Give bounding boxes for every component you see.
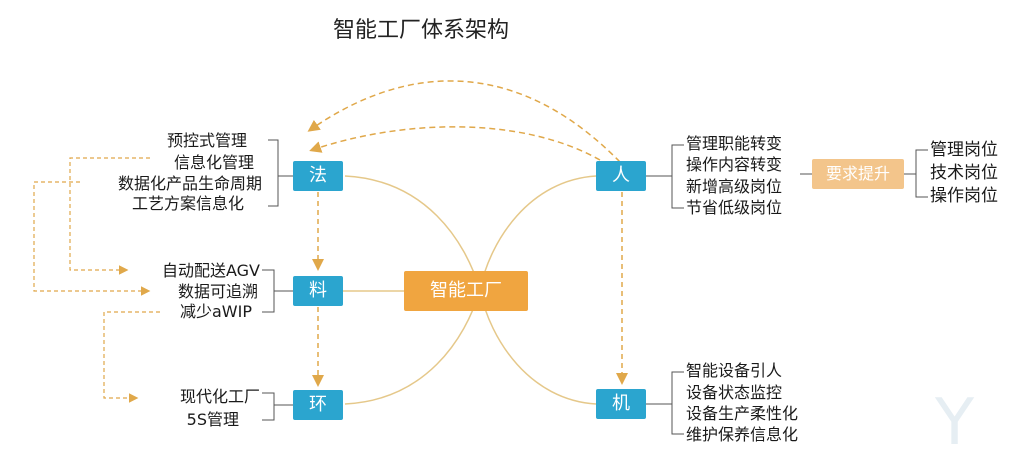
ji-item: 维护保养信息化 [686, 425, 799, 444]
ren-item: 操作内容转变 [686, 155, 783, 174]
loop-xinxihua-agv [69, 157, 150, 275]
fa-item: 预控式管理 [166, 131, 247, 150]
ren-item: 节省低级岗位 [686, 198, 783, 217]
bracket-huan [262, 392, 293, 421]
bracket-posts [904, 149, 928, 198]
fa-item: 数据化产品生命周期 [117, 174, 262, 193]
bracket-fa [268, 139, 293, 207]
node-ji: 机 [596, 389, 646, 419]
ji-item: 设备状态监控 [686, 383, 783, 402]
loop-wip-xiandaihua [103, 311, 160, 403]
node-huan: 环 [293, 390, 343, 420]
loop-shujuhua-zhuisu [33, 181, 151, 296]
post-item: 技术岗位 [930, 163, 998, 183]
arc-ren-fa-inner [309, 126, 601, 161]
bracket-ren [645, 144, 684, 209]
ji-item: 智能设备引人 [686, 361, 783, 380]
ren-item: 管理职能转变 [686, 134, 783, 153]
post-item: 管理岗位 [930, 140, 998, 160]
post-item: 操作岗位 [930, 186, 998, 206]
center-hub: 智能工厂 [404, 271, 528, 311]
node-ren: 人 [596, 161, 646, 191]
fa-item: 工艺方案信息化 [131, 194, 244, 213]
watermark-logo: Y [935, 386, 975, 460]
ren-item: 新增高级岗位 [686, 177, 783, 196]
liao-item: 减少aWIP [180, 302, 252, 321]
node-fa: 法 [293, 161, 343, 191]
node-liao: 料 [293, 276, 343, 306]
arc-ren-fa [307, 80, 621, 163]
ji-item: 设备生产柔性化 [686, 404, 799, 423]
fa-item: 信息化管理 [173, 153, 254, 172]
bracket-ji [645, 371, 684, 435]
requirement-box: 要求提升 [812, 159, 904, 189]
liao-item: 数据可追溯 [177, 282, 258, 301]
huan-item: 5S管理 [186, 410, 239, 429]
huan-item: 现代化工厂 [179, 387, 260, 406]
bracket-liao [262, 269, 293, 313]
liao-item: 自动配送AGV [161, 261, 260, 280]
diagram-title: 智能工厂体系架构 [333, 18, 510, 43]
